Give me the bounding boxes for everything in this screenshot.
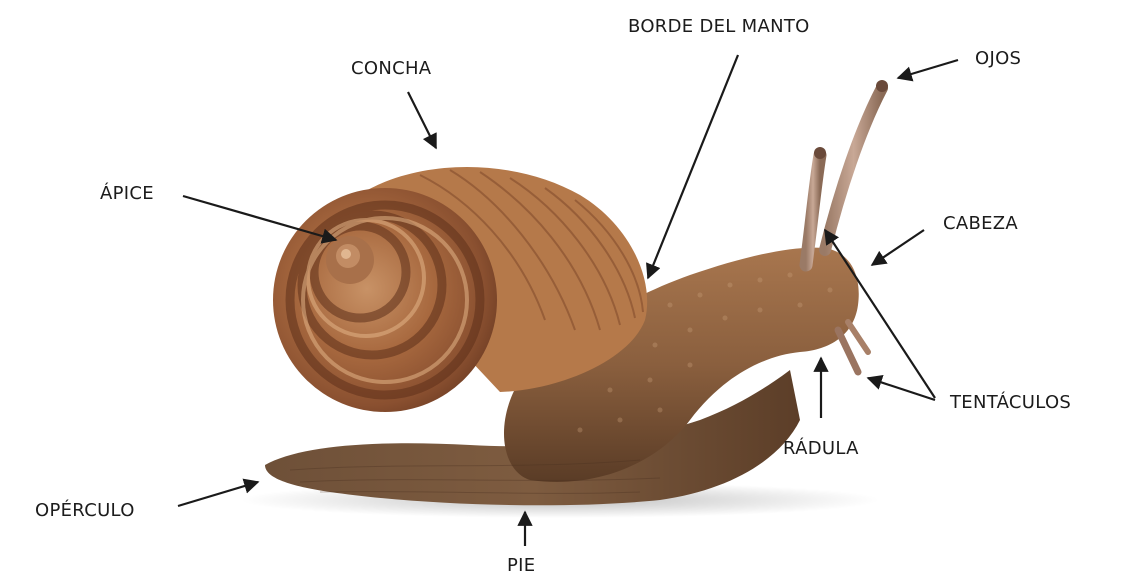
eye-stalks xyxy=(806,80,888,265)
arrow-cabeza xyxy=(872,230,924,265)
label-borde-del-manto: BORDE DEL MANTO xyxy=(628,18,810,36)
label-cabeza: CABEZA xyxy=(943,215,1018,233)
arrow-ojos xyxy=(898,60,958,78)
label-pie: PIE xyxy=(507,557,535,575)
arrow-concha xyxy=(408,92,436,148)
label-operculo: OPÉRCULO xyxy=(35,502,135,520)
label-concha: CONCHA xyxy=(351,60,431,78)
eye-right xyxy=(876,80,888,92)
label-apice: ÁPICE xyxy=(100,185,154,203)
label-ojos: OJOS xyxy=(975,50,1021,68)
label-radula: RÁDULA xyxy=(783,440,859,458)
eye-left xyxy=(814,147,826,159)
arrow-borde-del-manto xyxy=(648,55,738,278)
label-tentaculos: TENTÁCULOS xyxy=(950,394,1071,412)
